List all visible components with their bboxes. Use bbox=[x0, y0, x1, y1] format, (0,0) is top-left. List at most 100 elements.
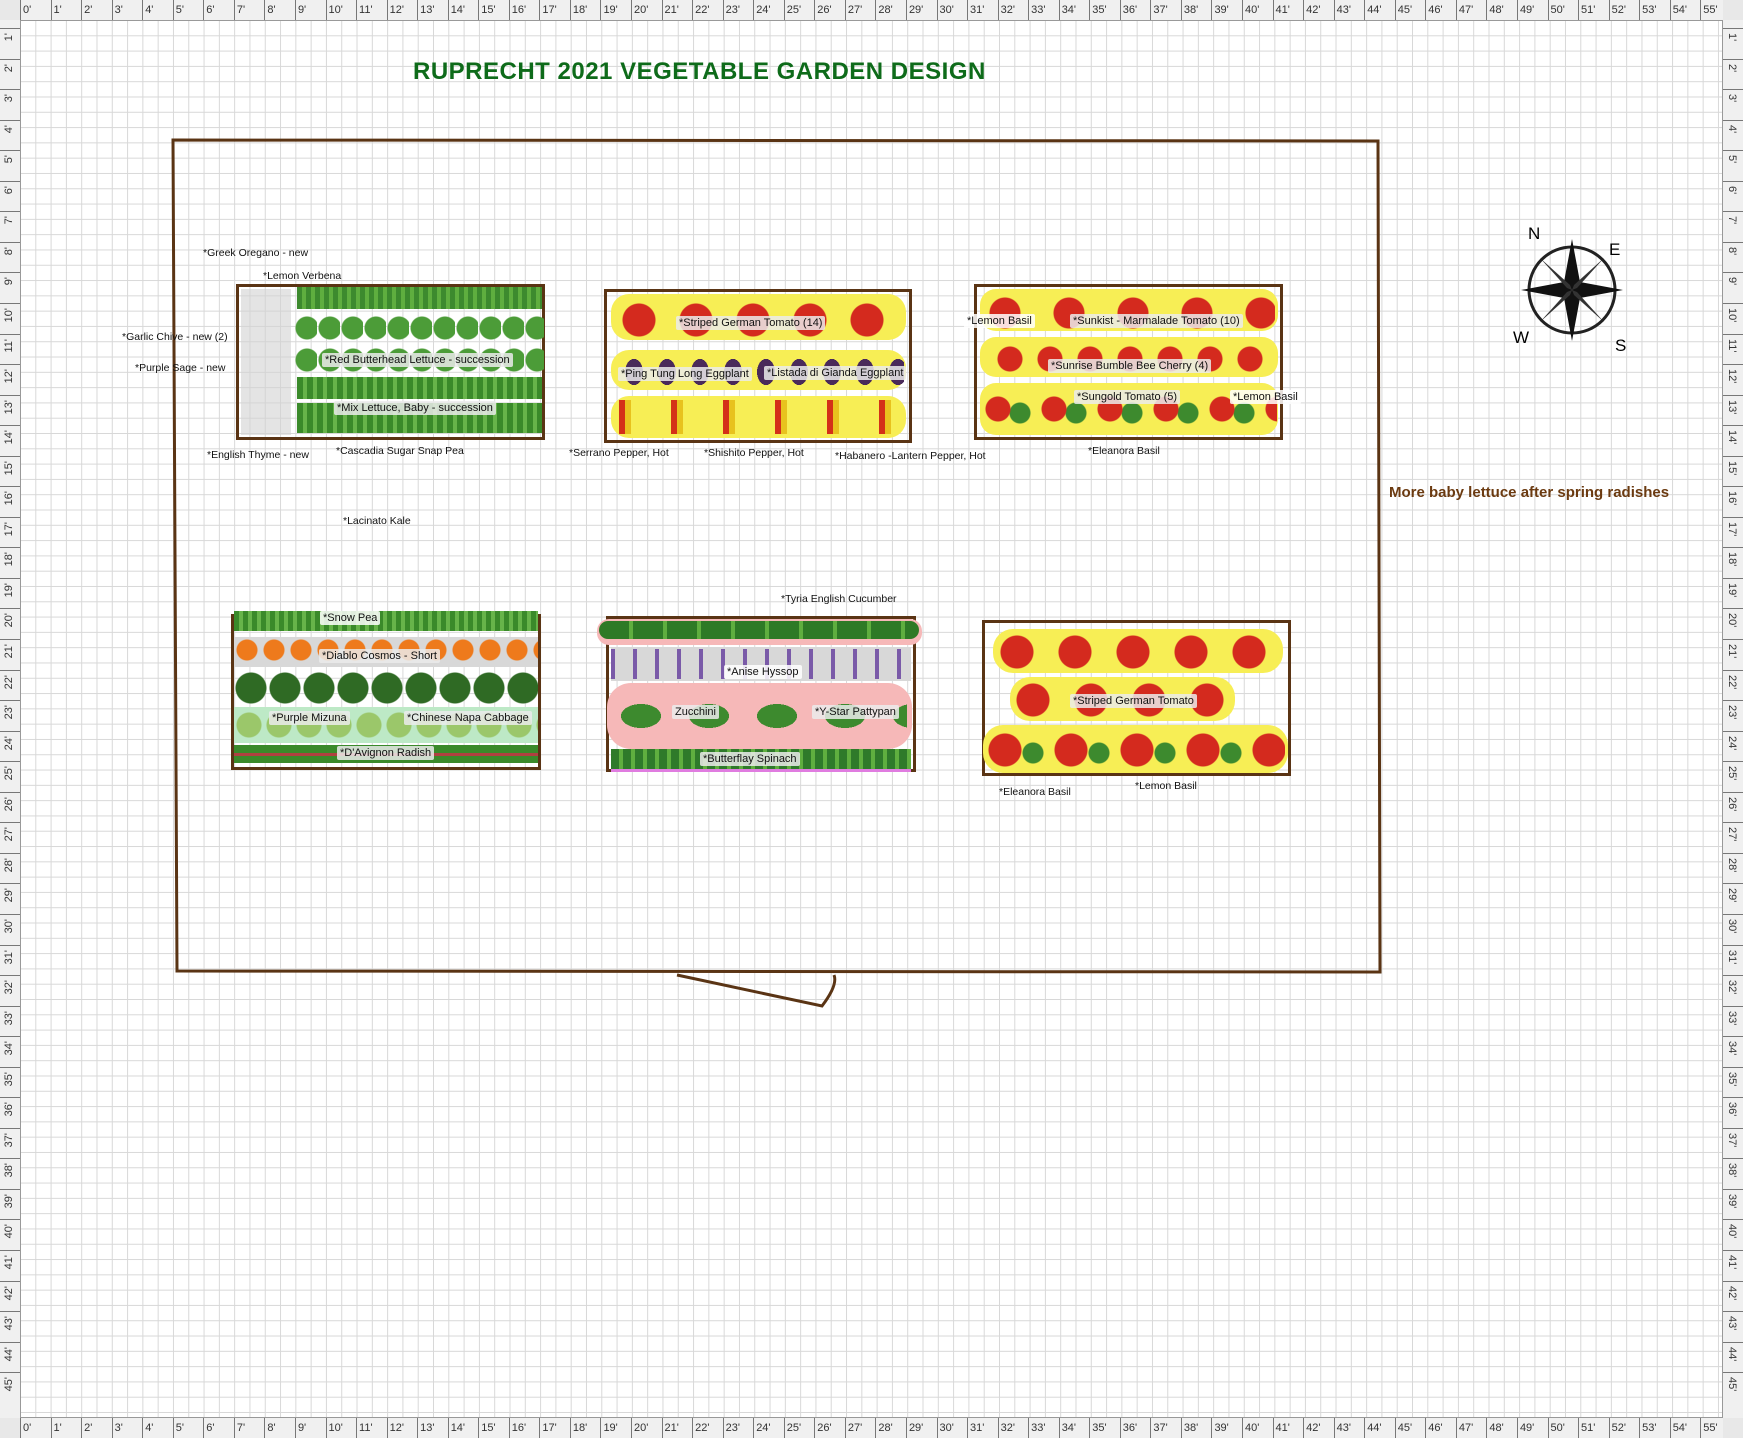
ruler-tick-label: 4' bbox=[1723, 119, 1743, 151]
ruler-tick-label: 45' bbox=[1394, 1418, 1426, 1438]
ruler-tick-label: 19' bbox=[0, 577, 20, 609]
snap-pea-row[interactable] bbox=[297, 287, 542, 309]
ruler-tick-label: 44' bbox=[0, 1341, 20, 1373]
garlic-chive-label[interactable]: *Garlic Chive - new (2) bbox=[122, 331, 228, 343]
serrano-pepper-label[interactable]: *Serrano Pepper, Hot bbox=[569, 447, 669, 459]
ruler-tick-label: 14' bbox=[0, 425, 20, 456]
raised-bed-tomato-basil[interactable]: *Lemon Basil *Sunkist - Marmalade Tomato… bbox=[964, 284, 1301, 440]
ruler-tick-label: 30' bbox=[936, 0, 968, 20]
shishito-pepper-label[interactable]: *Shishito Pepper, Hot bbox=[704, 447, 804, 459]
ruler-tick-label: 42' bbox=[0, 1280, 20, 1312]
ruler-tick-label: 49' bbox=[1516, 0, 1548, 20]
davignon-radish-label: *D'Avignon Radish bbox=[337, 746, 435, 760]
habanero-pepper-label[interactable]: *Habanero -Lantern Pepper, Hot bbox=[835, 450, 986, 462]
eleanora-basil-label[interactable]: *Eleanora Basil bbox=[1088, 445, 1160, 457]
ruler-tick-label: 22' bbox=[692, 0, 723, 20]
ruler-tick-label: 32' bbox=[0, 975, 20, 1006]
ruler-tick-label: 9' bbox=[1723, 272, 1743, 303]
lemon-verbena-label[interactable]: *Lemon Verbena bbox=[263, 270, 342, 282]
snow-pea-row[interactable] bbox=[234, 611, 538, 631]
ruler-tick-label: 44' bbox=[1364, 0, 1395, 20]
horizontal-ruler-top: 0'1'2'3'4'5'6'7'8'9'10'11'12'13'14'15'16… bbox=[20, 0, 1723, 21]
compass-rose-icon[interactable]: N E S W bbox=[1510, 225, 1630, 355]
cucumber-plants[interactable] bbox=[599, 621, 919, 639]
lemon-basil-label-a: *Lemon Basil bbox=[964, 314, 1035, 328]
ruler-tick-label: 35' bbox=[1089, 0, 1120, 20]
herb-column bbox=[241, 289, 291, 435]
ruler-tick-label: 24' bbox=[1723, 730, 1743, 762]
ruler-tick-label: 43' bbox=[1333, 0, 1365, 20]
lemon-basil-label-2[interactable]: *Lemon Basil bbox=[1135, 780, 1197, 792]
ruler-tick-label: 29' bbox=[905, 0, 937, 20]
ruler-tick-label: 31' bbox=[967, 1418, 998, 1438]
pepper-plants[interactable] bbox=[619, 400, 904, 434]
ruler-tick-label: 5' bbox=[0, 150, 20, 181]
ruler-tick-label: 10' bbox=[325, 0, 357, 20]
raised-bed-greens-radish[interactable]: *Snow Pea *Diablo Cosmos - Short *Purple… bbox=[231, 611, 541, 770]
tomato-plants-a[interactable] bbox=[997, 631, 1282, 673]
compass-s-label: S bbox=[1615, 336, 1626, 355]
ruler-tick-label: 4' bbox=[0, 119, 20, 151]
ruler-tick-label: 32' bbox=[997, 0, 1029, 20]
mix-lettuce-row[interactable] bbox=[297, 377, 542, 399]
striped-german-tomato-label: *Striped German Tomato (14) bbox=[676, 316, 826, 330]
ruler-tick-label: 24' bbox=[753, 0, 784, 20]
ruler-tick-label: 46' bbox=[1425, 1418, 1456, 1438]
ruler-tick-label: 53' bbox=[1639, 1418, 1670, 1438]
ruler-tick-label: 37' bbox=[1723, 1127, 1743, 1159]
ruler-tick-label: 6' bbox=[203, 1418, 234, 1438]
ruler-tick-label: 28' bbox=[875, 0, 906, 20]
tomato-basil-plants-c[interactable] bbox=[985, 727, 1285, 773]
ruler-tick-label: 21' bbox=[0, 639, 20, 670]
ruler-tick-label: 45' bbox=[1723, 1372, 1743, 1403]
ruler-tick-label: 17' bbox=[539, 1418, 570, 1438]
raised-bed-tomato-basil-2[interactable]: *Striped German Tomato bbox=[982, 620, 1291, 776]
ruler-tick-label: 40' bbox=[0, 1219, 20, 1250]
pattypan-label: *Y-Star Pattypan bbox=[812, 705, 899, 719]
ruler-tick-label: 21' bbox=[1723, 639, 1743, 670]
ruler-tick-label: 52' bbox=[1608, 0, 1640, 20]
ruler-tick-label: 3' bbox=[0, 89, 20, 120]
ruler-tick-label: 48' bbox=[1486, 0, 1517, 20]
kale-plants[interactable] bbox=[234, 669, 538, 707]
cascadia-snap-pea-label[interactable]: *Cascadia Sugar Snap Pea bbox=[336, 445, 464, 457]
ruler-tick-label: 46' bbox=[1425, 0, 1456, 20]
greek-oregano-label[interactable]: *Greek Oregano - new bbox=[203, 247, 309, 259]
napa-cabbage-label: *Chinese Napa Cabbage bbox=[404, 711, 532, 725]
ruler-tick-label: 23' bbox=[722, 1418, 754, 1438]
english-thyme-label[interactable]: *English Thyme - new bbox=[207, 449, 309, 461]
ruler-tick-label: 53' bbox=[1639, 0, 1670, 20]
snow-pea-label: *Snow Pea bbox=[320, 611, 381, 625]
ruler-corner bbox=[0, 1418, 20, 1438]
tyria-cucumber-label[interactable]: *Tyria English Cucumber bbox=[781, 593, 897, 605]
butterflay-spinach-label: *Butterflay Spinach bbox=[700, 752, 800, 766]
lacinato-kale-label[interactable]: *Lacinato Kale bbox=[343, 515, 411, 527]
vertical-ruler-right: 1'2'3'4'5'6'7'8'9'10'11'12'13'14'15'16'1… bbox=[1722, 20, 1743, 1418]
ruler-tick-label: 23' bbox=[722, 0, 754, 20]
raised-bed-tomato-eggplant-pepper[interactable]: *Striped German Tomato (14) *Ping Tung L… bbox=[604, 289, 912, 443]
diablo-cosmos-label: *Diablo Cosmos - Short bbox=[319, 649, 440, 663]
ruler-tick-label: 8' bbox=[264, 0, 295, 20]
ruler-tick-label: 39' bbox=[0, 1188, 20, 1220]
raised-bed-herbs-lettuce[interactable]: *Red Butterhead Lettuce - succession *Mi… bbox=[236, 284, 545, 440]
eleanora-basil-label-2[interactable]: *Eleanora Basil bbox=[999, 786, 1071, 798]
ruler-corner bbox=[1723, 1418, 1743, 1438]
ruler-tick-label: 3' bbox=[1723, 89, 1743, 120]
ruler-tick-label: 5' bbox=[172, 0, 204, 20]
ruler-tick-label: 25' bbox=[783, 0, 815, 20]
ruler-tick-label: 10' bbox=[1723, 302, 1743, 334]
ruler-tick-label: 15' bbox=[478, 1418, 509, 1438]
garden-note[interactable]: More baby lettuce after spring radishes bbox=[1389, 484, 1670, 501]
purple-sage-label[interactable]: *Purple Sage - new bbox=[135, 362, 226, 374]
ruler-tick-label: 26' bbox=[814, 1418, 845, 1438]
garden-title[interactable]: RUPRECHT 2021 VEGETABLE GARDEN DESIGN bbox=[413, 58, 986, 85]
ruler-tick-label: 33' bbox=[1723, 1005, 1743, 1037]
ruler-tick-label: 5' bbox=[1723, 150, 1743, 181]
ruler-tick-label: 41' bbox=[1723, 1250, 1743, 1281]
raised-bed-cucumber-squash[interactable]: *Anise Hyssop Zucchini *Y-Star Pattypan … bbox=[597, 616, 922, 772]
ruler-tick-label: 7' bbox=[1723, 211, 1743, 242]
ping-tung-eggplant-label: *Ping Tung Long Eggplant bbox=[618, 367, 752, 381]
ruler-tick-label: 0' bbox=[20, 0, 51, 20]
butterhead-lettuce-row[interactable] bbox=[294, 313, 544, 343]
ruler-tick-label: 41' bbox=[0, 1250, 20, 1281]
